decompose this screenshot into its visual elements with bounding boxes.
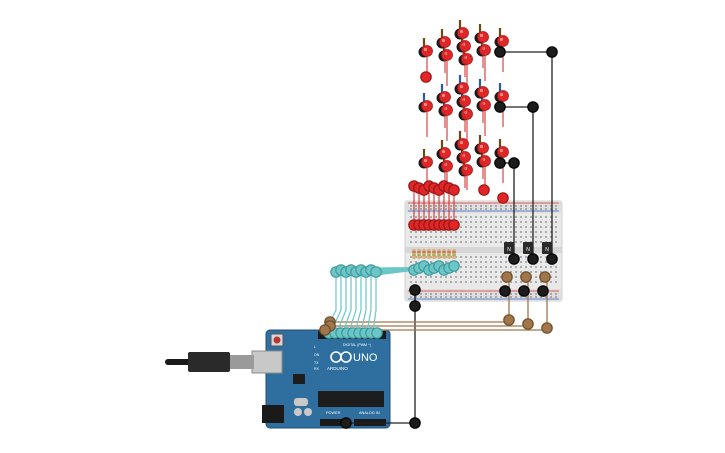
power-label: POWER xyxy=(326,411,341,415)
transistor-label: N xyxy=(526,247,530,253)
ground-wire-endpoint[interactable] xyxy=(518,285,530,297)
tx-label: TX xyxy=(314,361,319,365)
led-icon[interactable] xyxy=(436,84,451,104)
ground-wire-endpoint[interactable] xyxy=(508,157,520,169)
led-cube[interactable] xyxy=(418,20,509,190)
resistor[interactable] xyxy=(442,249,446,259)
resistor[interactable] xyxy=(452,249,456,259)
transistor-label: N xyxy=(545,247,549,253)
board-model: UNO xyxy=(353,352,378,364)
arduino-logo xyxy=(330,351,352,363)
base-wire-endpoint[interactable] xyxy=(503,314,515,326)
ground-wire-endpoint[interactable] xyxy=(409,284,421,296)
usb-chip xyxy=(293,374,305,384)
ground-wire-endpoint[interactable] xyxy=(508,253,520,265)
ground-wire-endpoint[interactable] xyxy=(409,417,421,429)
led-wire-endpoint[interactable] xyxy=(448,184,460,196)
base-wire-endpoint[interactable] xyxy=(539,271,551,283)
led-icon[interactable] xyxy=(454,75,469,95)
led-icon[interactable] xyxy=(474,135,489,155)
ground-wire-endpoint[interactable] xyxy=(499,285,511,297)
base-wire-endpoint[interactable] xyxy=(522,318,534,330)
led-icon[interactable] xyxy=(494,139,509,159)
wire-endpoints[interactable] xyxy=(319,46,558,429)
on-label: ON xyxy=(314,353,320,357)
transistor[interactable]: N xyxy=(542,242,552,254)
led-icon[interactable] xyxy=(454,20,469,40)
base-wire-endpoint[interactable] xyxy=(520,271,532,283)
ground-wire-endpoint[interactable] xyxy=(494,101,506,113)
ground-wire-endpoint[interactable] xyxy=(494,46,506,58)
led-icon[interactable] xyxy=(454,131,469,151)
led-icon[interactable] xyxy=(418,93,433,113)
signal-wire-endpoint[interactable] xyxy=(371,327,383,339)
analog-label: ANALOG IN xyxy=(359,411,380,415)
base-wire-endpoint[interactable] xyxy=(541,322,553,334)
resistor[interactable] xyxy=(417,249,421,259)
ground-wire-endpoint[interactable] xyxy=(340,417,352,429)
resistor[interactable] xyxy=(437,249,441,259)
ground-wire-endpoint[interactable] xyxy=(409,300,421,312)
led-icon[interactable] xyxy=(418,149,433,169)
resistor[interactable] xyxy=(447,249,451,259)
led-icon[interactable] xyxy=(494,28,509,48)
led-wire-endpoint[interactable] xyxy=(448,219,460,231)
power-jack[interactable] xyxy=(262,405,284,423)
signal-wire-endpoint[interactable] xyxy=(448,260,460,272)
resistor[interactable] xyxy=(432,249,436,259)
rx-label: RX xyxy=(314,367,320,371)
resistor[interactable] xyxy=(422,249,426,259)
led-icon[interactable] xyxy=(494,83,509,103)
transistor[interactable]: N xyxy=(523,242,533,254)
resistor[interactable] xyxy=(427,249,431,259)
led-wire-endpoint[interactable] xyxy=(478,184,490,196)
led-wire-endpoint[interactable] xyxy=(420,71,432,83)
resistor[interactable] xyxy=(412,249,416,259)
ground-wire-endpoint[interactable] xyxy=(546,46,558,58)
led-icon[interactable] xyxy=(436,140,451,160)
led-icon[interactable] xyxy=(436,29,451,49)
ground-wire-endpoint[interactable] xyxy=(527,253,539,265)
usb-jack[interactable] xyxy=(251,350,283,374)
led-icon[interactable] xyxy=(474,79,489,99)
l-label: L xyxy=(314,345,316,349)
ground-wire-endpoint[interactable] xyxy=(546,253,558,265)
power-header[interactable] xyxy=(320,419,350,426)
base-wire-endpoint[interactable] xyxy=(501,271,513,283)
board-brand: ARDUINO xyxy=(327,366,348,371)
resistor-array[interactable] xyxy=(412,249,456,259)
led-icon[interactable] xyxy=(418,38,433,58)
signal-wire-endpoint[interactable] xyxy=(370,266,382,278)
transistor[interactable]: N xyxy=(504,242,514,254)
ground-wire-endpoint[interactable] xyxy=(537,285,549,297)
usb-cable-icon[interactable] xyxy=(165,352,254,372)
led-icon[interactable] xyxy=(474,24,489,44)
ground-wire-endpoint[interactable] xyxy=(494,157,506,169)
led-wire-endpoint[interactable] xyxy=(497,192,509,204)
arduino-uno-board[interactable]: UNO ARDUINO DIGITAL (PWM ~) POWER ANALOG… xyxy=(251,329,391,429)
transistor-label: N xyxy=(507,247,511,253)
ground-wire-endpoint[interactable] xyxy=(527,101,539,113)
led-icon[interactable] xyxy=(438,97,453,117)
base-wire-endpoint[interactable] xyxy=(319,324,331,336)
digital-header-label: DIGITAL (PWM ~) xyxy=(343,343,371,347)
crystal xyxy=(294,398,308,406)
atmega-chip xyxy=(318,391,384,407)
